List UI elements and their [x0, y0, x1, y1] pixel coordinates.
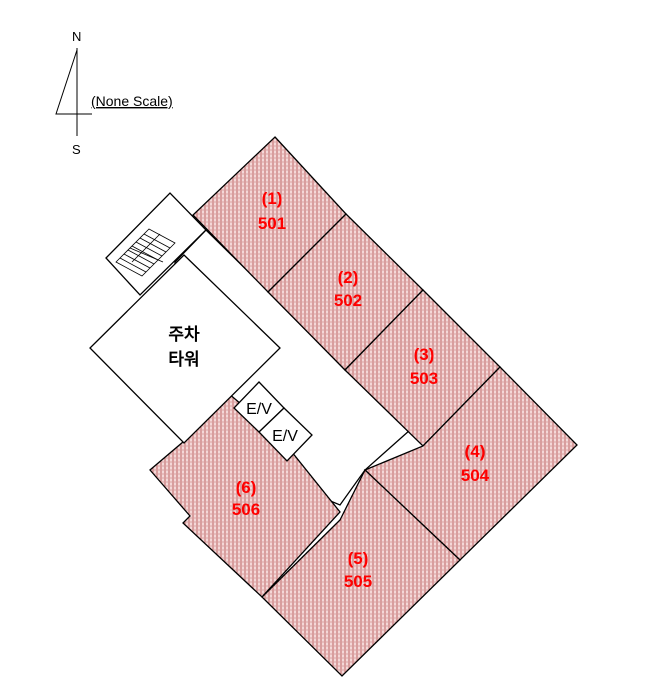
unit-504-number: (4) — [465, 442, 486, 461]
unit-506-code: 506 — [232, 500, 260, 519]
unit-501-code: 501 — [258, 214, 286, 233]
elevator-1-label: E/V — [246, 401, 272, 418]
unit-503-number: (3) — [414, 345, 435, 364]
parking-tower-line1: 주차 — [168, 325, 200, 345]
unit-503-label: (3) 503 — [410, 345, 438, 388]
unit-504-label: (4) 504 — [461, 442, 490, 485]
elevator-2 — [258, 407, 313, 462]
compass: N S (None Scale) — [55, 29, 173, 157]
unit-502-label: (2) 502 — [334, 268, 362, 310]
parking-tower — [89, 254, 281, 444]
scale-note: (None Scale) — [91, 93, 173, 109]
unit-505 — [261, 468, 461, 677]
unit-506-label: (6) 506 — [232, 478, 260, 519]
unit-502-code: 502 — [334, 291, 362, 310]
unit-505-label: (5) 505 — [344, 549, 372, 591]
elevator-2-label: E/V — [272, 428, 298, 445]
parking-tower-line2: 타워 — [168, 350, 199, 370]
unit-505-number: (5) — [348, 549, 369, 568]
south-label: S — [72, 142, 81, 157]
unit-501-number: (1) — [262, 189, 283, 208]
unit-501-label: (1) 501 — [258, 189, 286, 233]
unit-502-number: (2) — [338, 268, 359, 287]
compass-arrow-icon — [55, 49, 78, 115]
stair-steps-icon — [115, 228, 176, 277]
stairwell — [105, 192, 207, 296]
unit-504-code: 504 — [461, 466, 490, 485]
unit-506-number: (6) — [236, 478, 257, 497]
north-label: N — [72, 29, 81, 44]
unit-505-code: 505 — [344, 572, 372, 591]
unit-503-code: 503 — [410, 369, 438, 388]
